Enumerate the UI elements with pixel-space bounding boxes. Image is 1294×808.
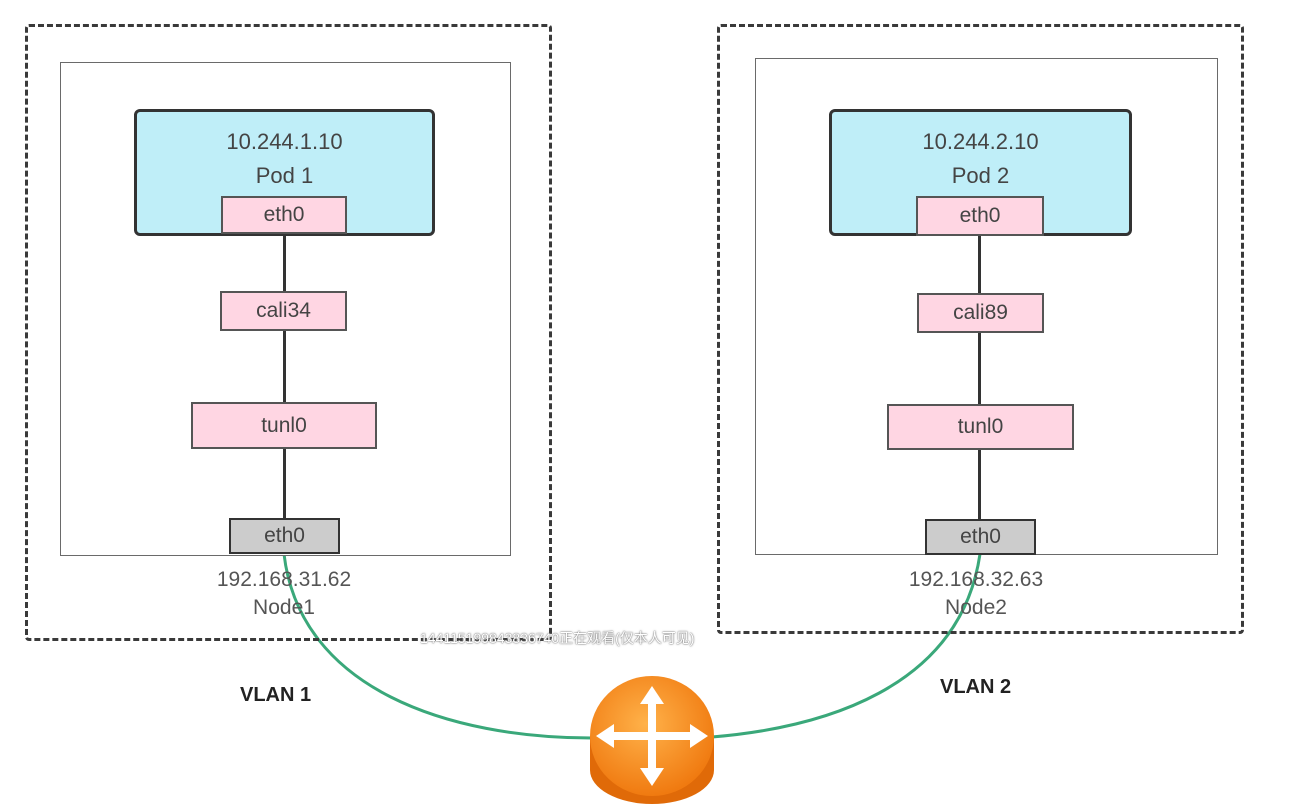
node1-name: Node1 (253, 596, 315, 619)
vlan1-label: VLAN 1 (240, 684, 312, 706)
pod1-box: 10.244.1.10 Pod 1 (134, 109, 435, 236)
link-node1-router (282, 553, 593, 740)
node2-tunl0: tunl0 (887, 404, 1074, 450)
pod2-eth0: eth0 (916, 196, 1044, 236)
connector-tunl-eth-right (978, 449, 981, 520)
node2-name: Node2 (945, 596, 1007, 619)
connector-pod1-cali (283, 232, 286, 292)
pod2-ip: 10.244.2.10 (922, 129, 1039, 154)
node1-eth0: eth0 (229, 518, 340, 554)
viewer-overlay-text: 1441151998438367​40正在观看(仅本人可见) (420, 630, 695, 646)
node1-ip: 192.168.31.62 (216, 568, 352, 591)
link-node2-router (711, 553, 982, 739)
connector-pod2-cali (978, 234, 981, 294)
node1-tunl0: tunl0 (191, 402, 377, 449)
node2-eth0: eth0 (925, 519, 1036, 555)
node1-label: 192.168.31.62 Node1 (184, 566, 384, 622)
node2-ip: 192.168.32.63 (908, 568, 1044, 591)
node2-label: 192.168.32.63 Node2 (876, 566, 1076, 622)
pod1-ip: 10.244.1.10 (226, 129, 343, 154)
pod1-eth0: eth0 (221, 196, 347, 234)
vlan2-label: VLAN 2 (940, 676, 1012, 698)
node2-cali89: cali89 (917, 293, 1044, 333)
vlan2-region (717, 24, 1244, 634)
pod2-name: Pod 2 (951, 163, 1010, 188)
vlan1-region (25, 24, 552, 641)
connector-cali-tunl-left (283, 330, 286, 403)
node1-cali34: cali34 (220, 291, 347, 331)
pod1-name: Pod 1 (255, 163, 314, 188)
connector-cali-tunl-right (978, 332, 981, 405)
connector-tunl-eth-left (283, 448, 286, 519)
